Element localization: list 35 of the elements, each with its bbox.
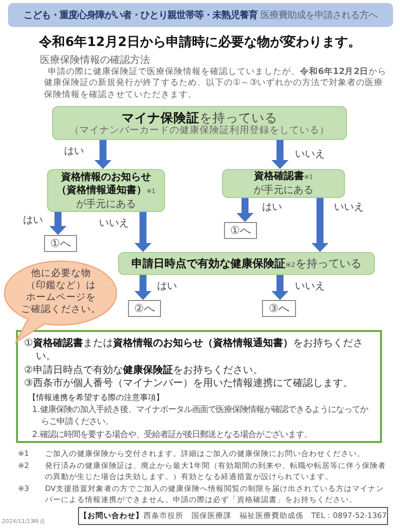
edge-label: はい (23, 215, 43, 227)
arrow (272, 275, 288, 300)
intro-paragraph: 申請の際に健康保険証で医療保険情報を確認していましたが、令和6年12月2日から健康保険証の新規発行が終了するため、以下の①～③いずれかの方法で対象者の医療保険情報を確認させていただきます。 (44, 67, 388, 102)
list-item: ①資格確認書または資格情報のお知らせ（資格情報通知書）をお持ちください。 (24, 337, 364, 363)
result-box: ①へ (44, 235, 77, 252)
edge-label: いいえ (295, 281, 325, 293)
arrow (134, 212, 152, 252)
bubble-text: 他に必要な物（印鑑など）はホームページをご確認ください。 (21, 268, 101, 316)
arrow (312, 198, 328, 252)
edge-label: いいえ (295, 149, 325, 161)
edge-label: はい (262, 202, 282, 214)
arrow (94, 140, 112, 169)
edge-label: はい (157, 281, 177, 293)
arrow (50, 212, 66, 235)
edge-label: いいえ (334, 202, 364, 214)
page-title: 令和6年12月2日から申請時に必要な物が変わります。 (38, 34, 362, 51)
note-heading: 【情報連携を希望する際の注意事項】 (28, 392, 165, 403)
edge-label: はい (64, 146, 84, 158)
arrow (134, 275, 152, 300)
list-item: ②申請日時点で有効な健康保険証をお持ちください。 (24, 364, 264, 377)
result-box: ②へ (128, 300, 161, 317)
edge-label: いいえ (99, 218, 129, 230)
note-item: 1.健康保険の加入手続き後、マイナポータル画面で医療保険情報が確認できるようになってからご申請ください。 (32, 403, 370, 427)
info-box (16, 330, 382, 443)
note-item: 2.確認に時間を要する場合や、受給者証が後日郵送となる場合がございます。 (32, 428, 313, 440)
question-text: マイナ保険証を持っている (120, 110, 278, 125)
header-banner: こども・重度心身障がい者・ひとり親世帯等・未熟児養育 医療費助成を申請される方へ (8, 3, 393, 27)
list-item: ③西条市が個人番号（マイナンバー）を用いた情報連携にて確認します。 (24, 377, 354, 390)
section-heading: 医療保険情報の確認方法 (40, 55, 151, 67)
result-box: ①へ (224, 222, 257, 239)
arrow (272, 140, 288, 169)
question-note: （マイナンバーカードの健康保険証利用登録をしている） (68, 125, 330, 137)
arrow (236, 198, 254, 222)
result-box: ③へ (262, 300, 296, 317)
question-box (52, 106, 347, 140)
